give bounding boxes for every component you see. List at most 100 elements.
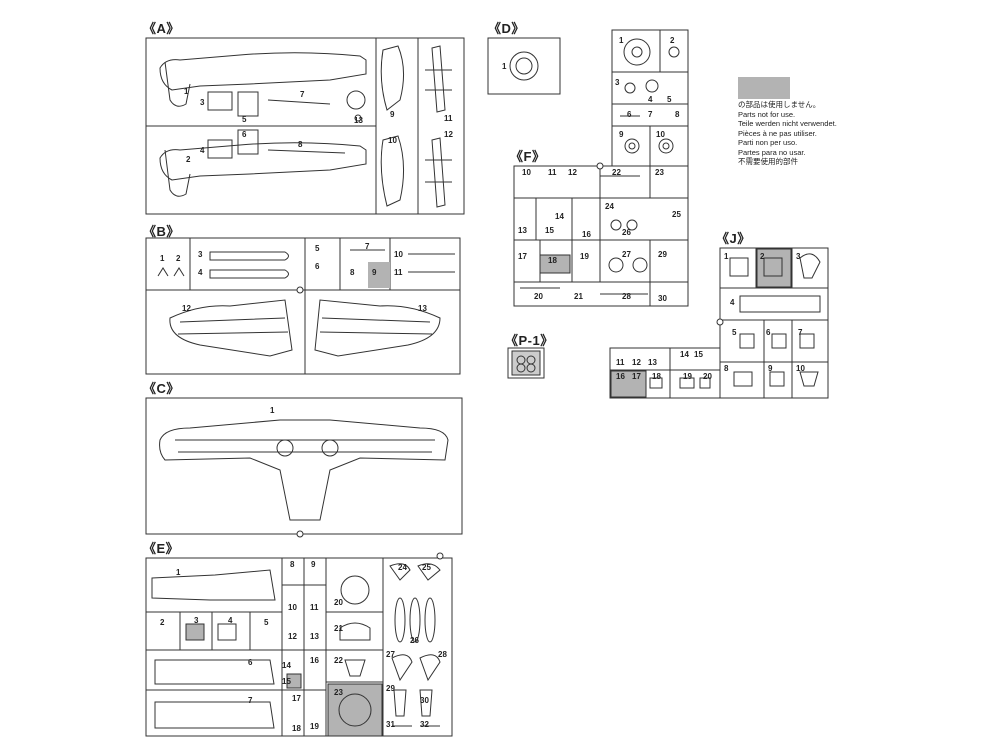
part-a7: 7 bbox=[300, 90, 305, 99]
part-e19: 19 bbox=[310, 722, 319, 731]
part-f26: 26 bbox=[622, 228, 631, 237]
sprue-e bbox=[145, 557, 453, 737]
part-e21: 21 bbox=[334, 624, 343, 633]
legend-text: の部品は使用しません。 Parts not for use. Teile wer… bbox=[738, 100, 837, 167]
wing-half-right bbox=[314, 299, 441, 357]
section-j-label: 《J》 bbox=[716, 231, 751, 246]
sprue-p1-frame bbox=[507, 347, 545, 379]
part-e2: 2 bbox=[160, 618, 165, 627]
unused-part-b9 bbox=[368, 262, 390, 288]
sprue-e-frame bbox=[145, 557, 453, 737]
section-b-label: 《B》 bbox=[143, 224, 180, 239]
fuselage-half-left bbox=[159, 52, 367, 91]
part-e18: 18 bbox=[292, 724, 301, 733]
section-p1-label: 《P-1》 bbox=[505, 333, 554, 348]
legend-ja: の部品は使用しません。 bbox=[738, 100, 821, 109]
part-e31: 31 bbox=[386, 720, 395, 729]
part-j15: 15 bbox=[694, 350, 703, 359]
sprue-f bbox=[513, 165, 689, 307]
part-e22: 22 bbox=[334, 656, 343, 665]
part-j5: 5 bbox=[732, 328, 737, 337]
unused-part-j2 bbox=[756, 248, 792, 288]
sprue-p1 bbox=[507, 347, 545, 379]
part-b4: 4 bbox=[198, 268, 203, 277]
part-f22: 22 bbox=[612, 168, 621, 177]
part-e24: 24 bbox=[398, 563, 407, 572]
part-d7: 7 bbox=[648, 110, 653, 119]
unused-part-e15 bbox=[286, 673, 302, 689]
part-f25: 25 bbox=[672, 210, 681, 219]
part-e26: 26 bbox=[410, 636, 419, 645]
part-a12: 12 bbox=[444, 130, 453, 139]
part-b13: 13 bbox=[418, 304, 427, 313]
part-j8: 8 bbox=[724, 364, 729, 373]
section-f-label: 《F》 bbox=[510, 149, 546, 164]
part-j16: 16 bbox=[616, 372, 625, 381]
sprue-j bbox=[609, 247, 829, 399]
part-f19: 19 bbox=[580, 252, 589, 261]
part-e10: 10 bbox=[288, 603, 297, 612]
part-j1: 1 bbox=[724, 252, 729, 261]
part-e6: 6 bbox=[248, 658, 253, 667]
part-j6: 6 bbox=[766, 328, 771, 337]
part-d8: 8 bbox=[675, 110, 680, 119]
section-a-label: 《A》 bbox=[143, 21, 180, 36]
sprue-b bbox=[145, 237, 461, 375]
part-e25: 25 bbox=[422, 563, 431, 572]
part-f16: 16 bbox=[582, 230, 591, 239]
part-e3: 3 bbox=[194, 616, 199, 625]
legend-fr: Pièces à ne pas utiliser. bbox=[738, 128, 817, 138]
unused-part-e3 bbox=[185, 623, 205, 641]
part-d3: 3 bbox=[615, 78, 620, 87]
part-d1: 1 bbox=[502, 62, 507, 71]
part-d1b: 1 bbox=[619, 36, 624, 45]
part-b10: 10 bbox=[394, 250, 403, 259]
part-a2: 2 bbox=[186, 155, 191, 164]
unused-swatch bbox=[738, 77, 790, 99]
part-e14: 14 bbox=[282, 661, 291, 670]
part-f30: 30 bbox=[658, 294, 667, 303]
part-d6: 6 bbox=[627, 110, 632, 119]
part-j19: 19 bbox=[683, 372, 692, 381]
unused-part-j16-17 bbox=[610, 370, 647, 398]
sprue-b-frame bbox=[145, 237, 461, 375]
part-e17: 17 bbox=[292, 694, 301, 703]
part-f10: 10 bbox=[522, 168, 531, 177]
part-e29: 29 bbox=[386, 684, 395, 693]
part-j18: 18 bbox=[652, 372, 661, 381]
part-f21: 21 bbox=[574, 292, 583, 301]
part-f23: 23 bbox=[655, 168, 664, 177]
part-a3: 3 bbox=[200, 98, 205, 107]
part-b11: 11 bbox=[394, 268, 403, 277]
part-a5: 5 bbox=[242, 115, 247, 124]
sprue-c bbox=[145, 397, 463, 535]
part-f29: 29 bbox=[658, 250, 667, 259]
part-e32: 32 bbox=[420, 720, 429, 729]
part-e13: 13 bbox=[310, 632, 319, 641]
part-e12: 12 bbox=[288, 632, 297, 641]
part-f14: 14 bbox=[555, 212, 564, 221]
part-e9: 9 bbox=[311, 560, 316, 569]
unused-part-e23 bbox=[327, 683, 383, 737]
part-f11: 11 bbox=[548, 168, 557, 177]
part-d5: 5 bbox=[667, 95, 672, 104]
part-d4: 4 bbox=[648, 95, 653, 104]
part-f27: 27 bbox=[622, 250, 631, 259]
part-j12: 12 bbox=[632, 358, 641, 367]
part-a1: 1 bbox=[184, 87, 189, 96]
legend-zh: 不需要使用的部件 bbox=[738, 157, 798, 166]
part-j14: 14 bbox=[680, 350, 689, 359]
part-f20: 20 bbox=[534, 292, 543, 301]
part-b1: 1 bbox=[160, 254, 165, 263]
part-b8: 8 bbox=[350, 268, 355, 277]
part-f24: 24 bbox=[605, 202, 614, 211]
part-b2: 2 bbox=[176, 254, 181, 263]
part-a10: 10 bbox=[388, 136, 397, 145]
legend-it: Parti non per uso. bbox=[738, 138, 798, 147]
part-j7: 7 bbox=[798, 328, 803, 337]
part-j17: 17 bbox=[632, 372, 641, 381]
section-c-label: 《C》 bbox=[143, 381, 180, 396]
part-f17: 17 bbox=[518, 252, 527, 261]
part-a8: 8 bbox=[298, 140, 303, 149]
runner-connectors bbox=[296, 114, 724, 560]
